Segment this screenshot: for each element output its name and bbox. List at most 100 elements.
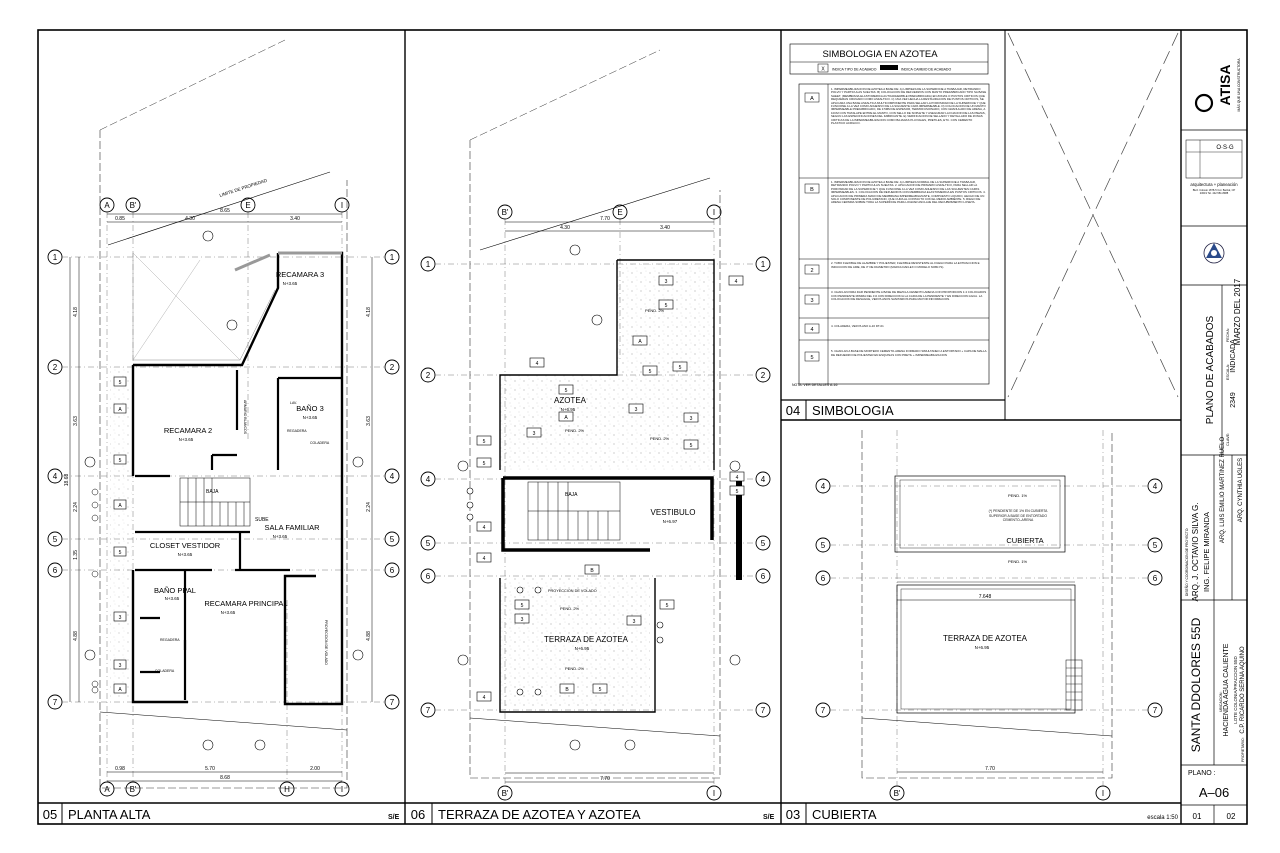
sym-text-2: 2. TUBO FLEXIBLE DE ALAMBRE Y POLIESTER,… — [831, 262, 980, 269]
room-terraza-azotea: TERRAZA DE AZOTEA — [544, 635, 629, 644]
grid-row-5-r: 5 — [390, 535, 395, 544]
grid6-row-5: 5 — [426, 539, 431, 548]
grid3-col-I: I — [1102, 789, 1104, 798]
scale-label: ESCALA: — [1226, 364, 1230, 380]
reviewer-name: ARQ. CYNTHIA UGLES — [1238, 458, 1244, 522]
osg-sub: arquitectura + planeación — [1190, 182, 1238, 187]
proyeccion6-label: PROYECCION DE VOLADO — [548, 589, 597, 593]
legend-x: X — [821, 67, 825, 73]
grid3-row-7-r: 7 — [1153, 706, 1158, 715]
panel-06-scale: S/E — [763, 814, 775, 821]
plan-03-cubierta: B' I 4 5 6 7 4 5 6 7 — [815, 430, 1163, 801]
dim-868: 8.68 — [220, 775, 230, 781]
svg-text:5: 5 — [599, 687, 602, 693]
panel-03-scale: escala 1:50 — [1147, 815, 1178, 821]
sube-label: SUBE — [255, 517, 269, 523]
panel-05-title: PLANTA ALTA — [68, 807, 151, 822]
atisa-sub: MÁS QUE UNA CONSTRUCTORA — [1237, 58, 1241, 112]
grid3-row-7: 7 — [821, 706, 826, 715]
svg-text:3: 3 — [119, 615, 122, 621]
sym-key-4: 4 — [810, 327, 813, 333]
title-block: ATISA MÁS QUE UNA CONSTRUCTORA O·S·G arq… — [1181, 58, 1247, 824]
svg-text:3: 3 — [690, 416, 693, 422]
location-label: UBICACION: — [1219, 692, 1223, 712]
grid6-row-1-r: 1 — [761, 260, 766, 269]
lav-label: LAV. — [290, 401, 297, 405]
svg-text:4: 4 — [536, 361, 539, 367]
plan-06-terraza-azotea: B' E I B' I 1 2 4 5 6 7 1 2 4 5 6 7 — [420, 49, 771, 801]
room-recamara-2: RECAMARA 2 — [164, 426, 212, 435]
dim-488: 4.88 — [73, 631, 79, 641]
sheet-total: 02 — [1227, 812, 1236, 821]
designer-label: DISEÑO Y COORDINACION DE PROYECTO: — [1184, 528, 1189, 596]
panel-04-title: SIMBOLOGIA — [812, 403, 894, 418]
baja-label: BAJA — [206, 489, 219, 495]
owner-value: C.P. RICARDO SERNA AQUINO — [1240, 646, 1246, 734]
dim-085: 0.85 — [115, 216, 125, 222]
osg-name: O·S·G — [1216, 145, 1234, 151]
room-closet-level: N+3.65 — [178, 552, 193, 557]
drafter-name: ARQ. LUIS EMILIO MARTINEZ RUELO — [1220, 437, 1226, 544]
atisa-logo: ATISA MÁS QUE UNA CONSTRUCTORA — [1194, 58, 1241, 113]
grid-col-A: A — [104, 201, 110, 210]
grid-col-Bp-bottom: B' — [130, 785, 137, 794]
room-cubierta: CUBIERTA — [1006, 536, 1043, 545]
grid3-row-4-r: 4 — [1153, 482, 1158, 491]
sym-key-2: 2 — [810, 268, 813, 274]
svg-text:5: 5 — [483, 461, 486, 467]
room-bano-ppal-level: N+3.65 — [165, 596, 180, 601]
dim-418-r: 4.18 — [366, 307, 372, 317]
grid-row-4-r: 4 — [390, 472, 395, 481]
dim-363: 3.63 — [73, 416, 79, 426]
grid-row-1: 1 — [53, 253, 58, 262]
svg-text:A: A — [118, 503, 122, 509]
dim-224: 2.24 — [73, 502, 79, 512]
grid6-col-I: I — [713, 208, 715, 217]
dim-340: 3.40 — [290, 216, 300, 222]
room-sala-familiar: SALA FAMILIAR — [264, 523, 320, 532]
panel-05-number: 05 — [43, 807, 57, 822]
sym-text-3: 3. CHAFLAN PARA DAR PENDIENTE A BASE DE … — [831, 291, 987, 302]
room-closet-vestidor: CLOSET VESTIDOR — [150, 541, 221, 550]
svg-text:A: A — [118, 687, 122, 693]
room-terraza-cubierta-level: N+6.95 — [975, 645, 990, 650]
grid6-row-2: 2 — [426, 371, 431, 380]
grid6-row-2-r: 2 — [761, 371, 766, 380]
dim-224-r: 2.24 — [366, 502, 372, 512]
sym-text-B: 1. IMPERMEABILIZACION DE AZOTEA A BASE D… — [831, 181, 986, 205]
panel-06-number: 06 — [411, 807, 425, 822]
grid6-row-6: 6 — [426, 572, 431, 581]
pendiente-note: (*) PENDIENTE DE 1% EN CUBIERTA SUPERIOR… — [988, 509, 1048, 523]
grid-row-7-r: 7 — [390, 698, 395, 707]
svg-text:5: 5 — [119, 458, 122, 464]
sym-note: NOTA: VER DETALLES A-16 — [792, 383, 837, 387]
pend6-b: PEND. 2% — [650, 436, 670, 441]
dim-200: 2.00 — [310, 766, 320, 772]
grid-col-I: I — [341, 201, 343, 210]
svg-text:5: 5 — [736, 489, 739, 495]
dim6-770-bottom: 7.70 — [600, 776, 610, 782]
symbology-title: SIMBOLOGIA EN AZOTEA — [822, 49, 938, 60]
grid-row-7: 7 — [53, 698, 58, 707]
room-terraza-cubierta: TERRAZA DE AZOTEA — [943, 634, 1028, 643]
svg-text:5: 5 — [119, 550, 122, 556]
grid6-row-7: 7 — [426, 706, 431, 715]
atisa-brand: ATISA — [1217, 65, 1233, 106]
sheet-border — [37, 29, 1248, 825]
svg-text:3: 3 — [633, 619, 636, 625]
date-label: FECHA: — [1226, 328, 1230, 342]
seal-logo — [1203, 242, 1225, 264]
svg-text:4: 4 — [736, 475, 739, 481]
plano-value: A–06 — [1199, 785, 1229, 800]
panel-03-title: CUBIERTA — [812, 807, 877, 822]
symbology-panel: SIMBOLOGIA EN AZOTEA X INDICA TIPO DE AC… — [789, 32, 1179, 398]
dim-1868: 18.68 — [64, 474, 70, 487]
designer-name: ARQ. J. OCTAVIO SILVA G. — [1191, 503, 1200, 602]
svg-text:B: B — [565, 687, 569, 693]
code-value: 2349 — [1230, 392, 1237, 408]
sym-text-5: 5. CHAFLAN A BASE DE MORTERO CEMENTO-ARE… — [831, 350, 987, 357]
grid6-row-4: 4 — [426, 475, 431, 484]
room-recamara-principal: RECAMARA PRINCIPAL — [204, 599, 287, 608]
sym-key-B: B — [810, 187, 814, 193]
